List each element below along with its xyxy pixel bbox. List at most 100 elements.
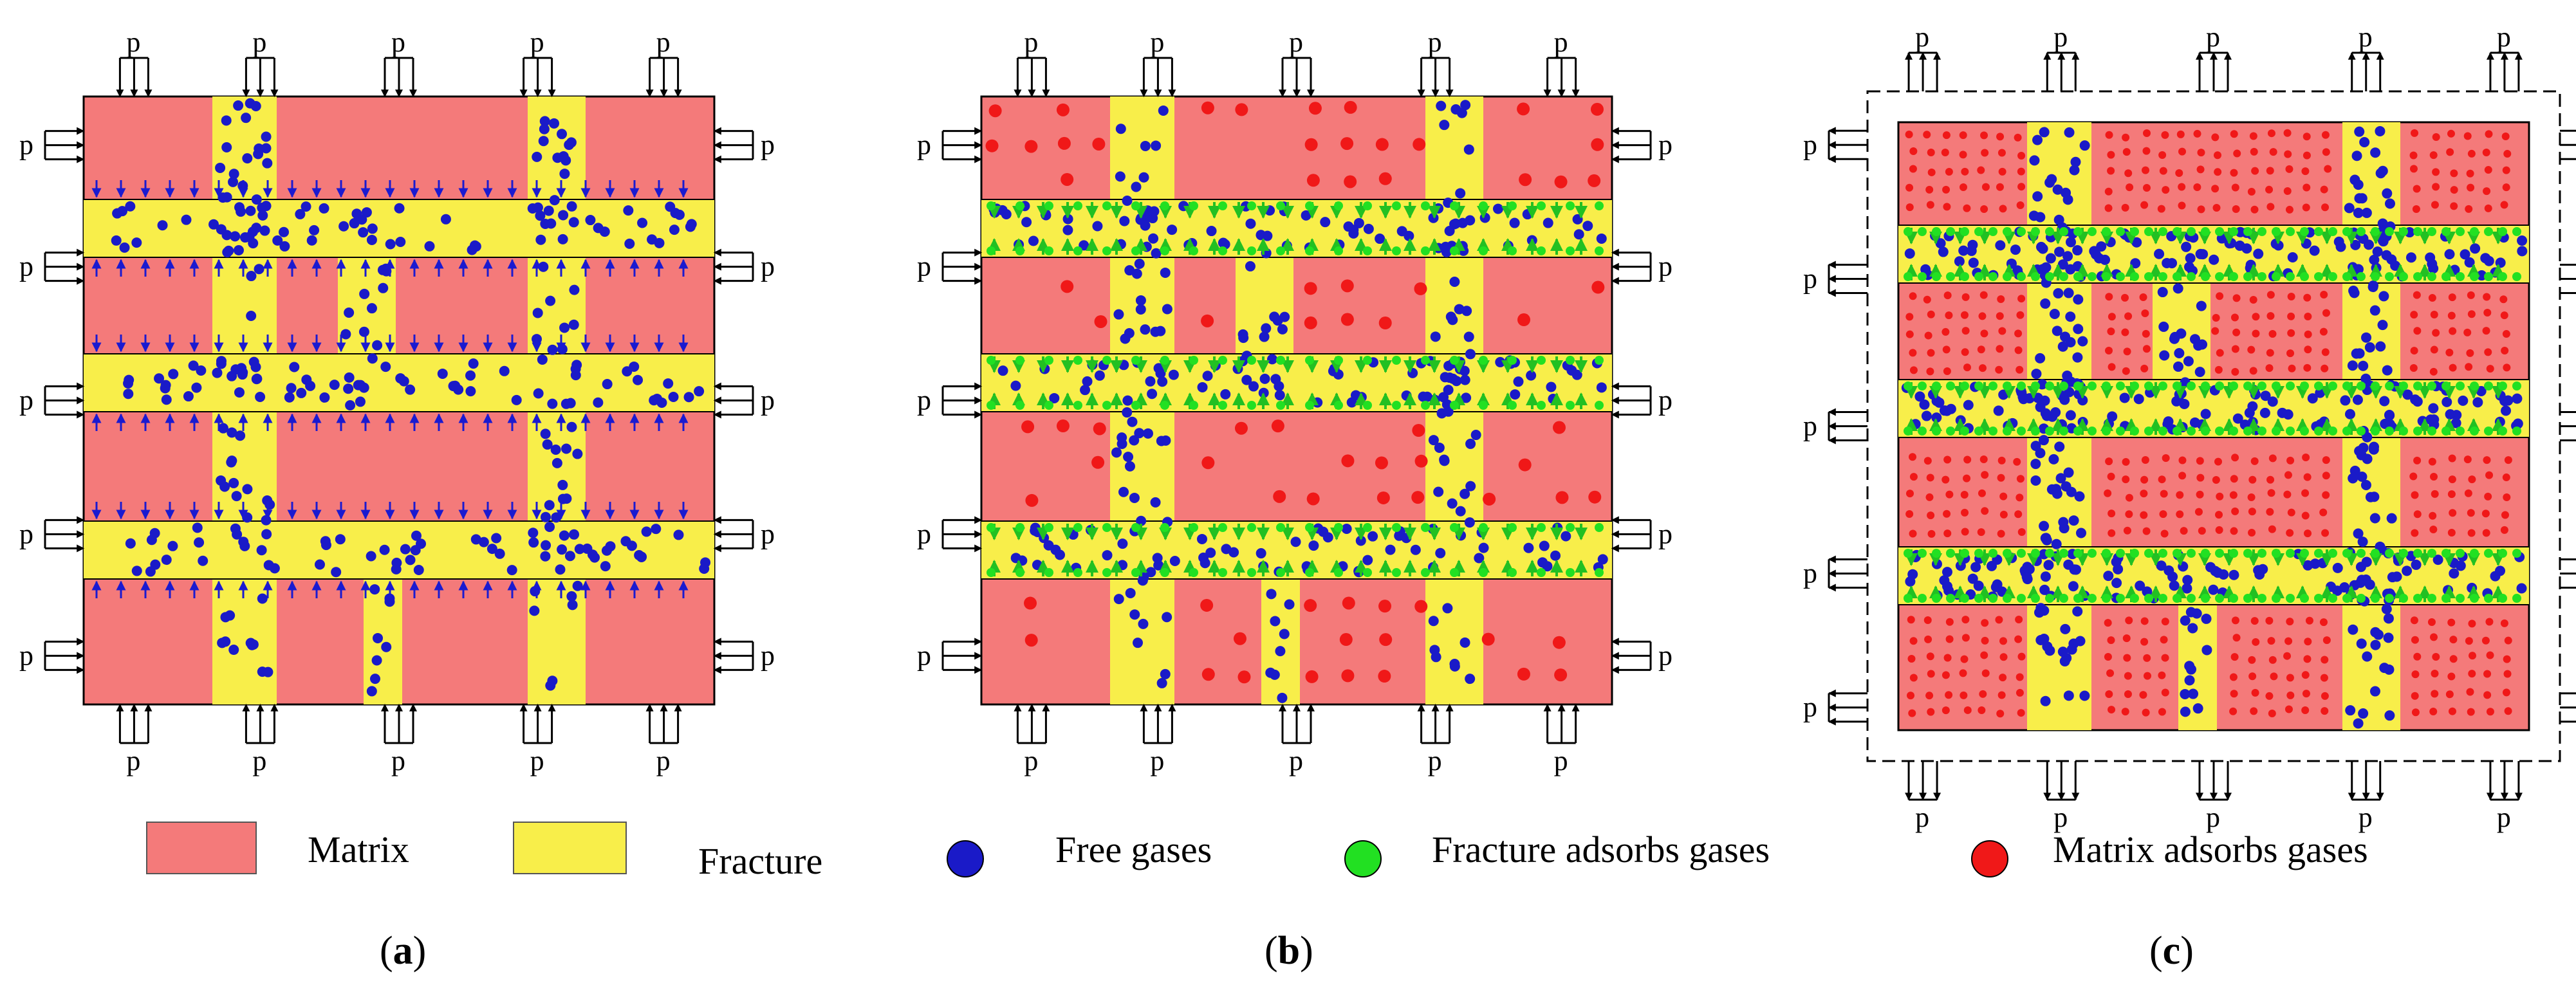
matrix-adsorbed-dot <box>1960 311 1969 319</box>
free-gas-dot <box>2363 239 2374 250</box>
free-gas-dot <box>254 143 264 154</box>
matrix-adsorbed-dot <box>2122 133 2130 142</box>
fracture-adsorbed-dot <box>1160 568 1169 577</box>
free-gas-dot <box>2411 559 2422 570</box>
free-gas-dot <box>1438 392 1449 403</box>
load-label: p <box>1658 385 1673 416</box>
load-label: p <box>2497 802 2511 833</box>
matrix-adsorbed-dot <box>2230 475 2238 483</box>
load-label: p <box>2358 21 2373 53</box>
fracture-adsorbed-dot <box>1189 568 1198 577</box>
free-gas-dot <box>424 241 435 252</box>
free-gas-dot <box>499 365 510 376</box>
fracture-adsorbed-dot <box>2059 381 2068 390</box>
matrix-adsorbed-dot <box>2122 367 2130 375</box>
load-marker: p <box>1803 689 1867 726</box>
free-gas-dot <box>196 365 207 376</box>
load-label: p <box>917 251 931 282</box>
fracture-adsorbed-dot <box>2328 549 2337 558</box>
fracture-adsorbed-dot <box>1218 356 1227 365</box>
free-gas-dot <box>2041 262 2052 273</box>
legend-free-gas-label: Free gases <box>1055 829 1212 870</box>
free-gas-dot <box>2041 533 2052 544</box>
free-gas-dot <box>2402 565 2413 576</box>
matrix-adsorbed-dot <box>2252 638 2260 646</box>
matrix-adsorbed-dot <box>2484 204 2492 212</box>
free-gas-dot <box>391 564 402 574</box>
free-gas-dot <box>1277 324 1288 335</box>
fracture-adsorbed-dot <box>1974 272 1983 281</box>
fracture-adsorbed-dot <box>1247 201 1256 210</box>
matrix-adsorbed-dot <box>1518 458 1532 472</box>
free-gas-dot <box>2259 407 2270 418</box>
free-gas-dot <box>1115 171 1126 182</box>
matrix-adsorbed-dot <box>2287 312 2295 320</box>
free-gas-dot <box>1162 304 1172 315</box>
free-gas-dot <box>1259 331 1270 342</box>
matrix-adsorbed-dot <box>2126 183 2134 192</box>
free-gas-dot <box>2517 246 2528 257</box>
free-gas-dot <box>669 225 680 235</box>
matrix-adsorbed-dot <box>1927 670 1935 678</box>
free-gas-dot <box>1117 560 1128 571</box>
fracture-adsorbed-dot <box>2257 427 2266 436</box>
free-gas-dot <box>257 666 268 677</box>
fracture-adsorbed-dot <box>1334 568 1343 577</box>
fracture-adsorbed-dot <box>2243 272 2252 281</box>
free-gas-dot <box>1428 435 1439 446</box>
free-gas-dot <box>1169 556 1180 567</box>
free-gas-dot <box>1363 223 1374 234</box>
matrix-adsorbed-dot <box>1927 310 1935 318</box>
matrix-adsorbed-dot <box>2449 509 2457 517</box>
free-gas-dot <box>2030 475 2041 486</box>
free-gas-dot <box>1028 235 1039 246</box>
load-marker: p <box>19 127 85 163</box>
fracture-adsorbed-dot <box>2215 549 2224 558</box>
free-gas-dot <box>589 552 600 563</box>
matrix-adsorbed-dot <box>2486 708 2494 716</box>
load-label: p <box>1554 26 1568 58</box>
free-gas-dot <box>1118 360 1129 371</box>
matrix-adsorbed-dot <box>2468 652 2476 660</box>
matrix-adsorbed-dot <box>2448 707 2456 715</box>
load-marker: p <box>917 382 983 419</box>
matrix-adsorbed-dot <box>2250 707 2258 715</box>
fracture-adsorbed-dot <box>2286 272 2295 281</box>
matrix-adsorbed-dot <box>2301 706 2310 714</box>
free-gas-dot <box>2173 283 2183 294</box>
free-gas-dot <box>1117 438 1127 449</box>
matrix-adsorbed-dot <box>1995 365 2003 374</box>
load-label: p <box>761 518 775 549</box>
matrix-adsorbed-dot <box>2193 129 2201 138</box>
free-gas-dot <box>2345 705 2356 716</box>
free-gas-dot <box>366 234 377 245</box>
matrix-adsorbed-dot <box>1980 205 1988 214</box>
free-gas-dot <box>2068 581 2079 592</box>
free-gas-dot <box>1135 304 1146 315</box>
fracture-adsorbed-dot <box>2512 381 2521 390</box>
matrix-adsorbed-dot <box>1997 473 2005 482</box>
free-gas-dot <box>2368 444 2379 455</box>
fracture-adsorbed-dot <box>2045 427 2054 436</box>
free-gas-dot <box>2362 432 2373 443</box>
matrix-adsorbed-dot <box>2468 670 2476 678</box>
load-marker: p <box>19 516 85 553</box>
fracture-adsorbed-dot <box>2314 594 2323 603</box>
free-gas-dot <box>637 217 648 228</box>
free-gas-dot <box>1134 428 1145 439</box>
free-gas-dot <box>1461 392 1472 403</box>
free-gas-dot <box>2185 253 2196 264</box>
matrix-adsorbed-dot <box>1375 456 1388 470</box>
matrix-adsorbed-dot <box>1961 508 1969 517</box>
free-gas-dot <box>557 129 568 140</box>
free-gas-dot <box>2055 473 2066 484</box>
fracture-adsorbed-dot <box>2173 272 2182 281</box>
load-marker: p <box>2560 558 2576 589</box>
free-gas-dot <box>2070 156 2081 167</box>
free-gas-dot <box>1447 498 1458 509</box>
fracture-adsorbed-dot <box>1102 568 1111 577</box>
matrix-adsorbed-dot <box>1943 654 1952 662</box>
free-gas-dot <box>236 206 246 217</box>
matrix-adsorbed-dot <box>2230 313 2239 322</box>
free-gas-dot <box>1245 218 1256 229</box>
